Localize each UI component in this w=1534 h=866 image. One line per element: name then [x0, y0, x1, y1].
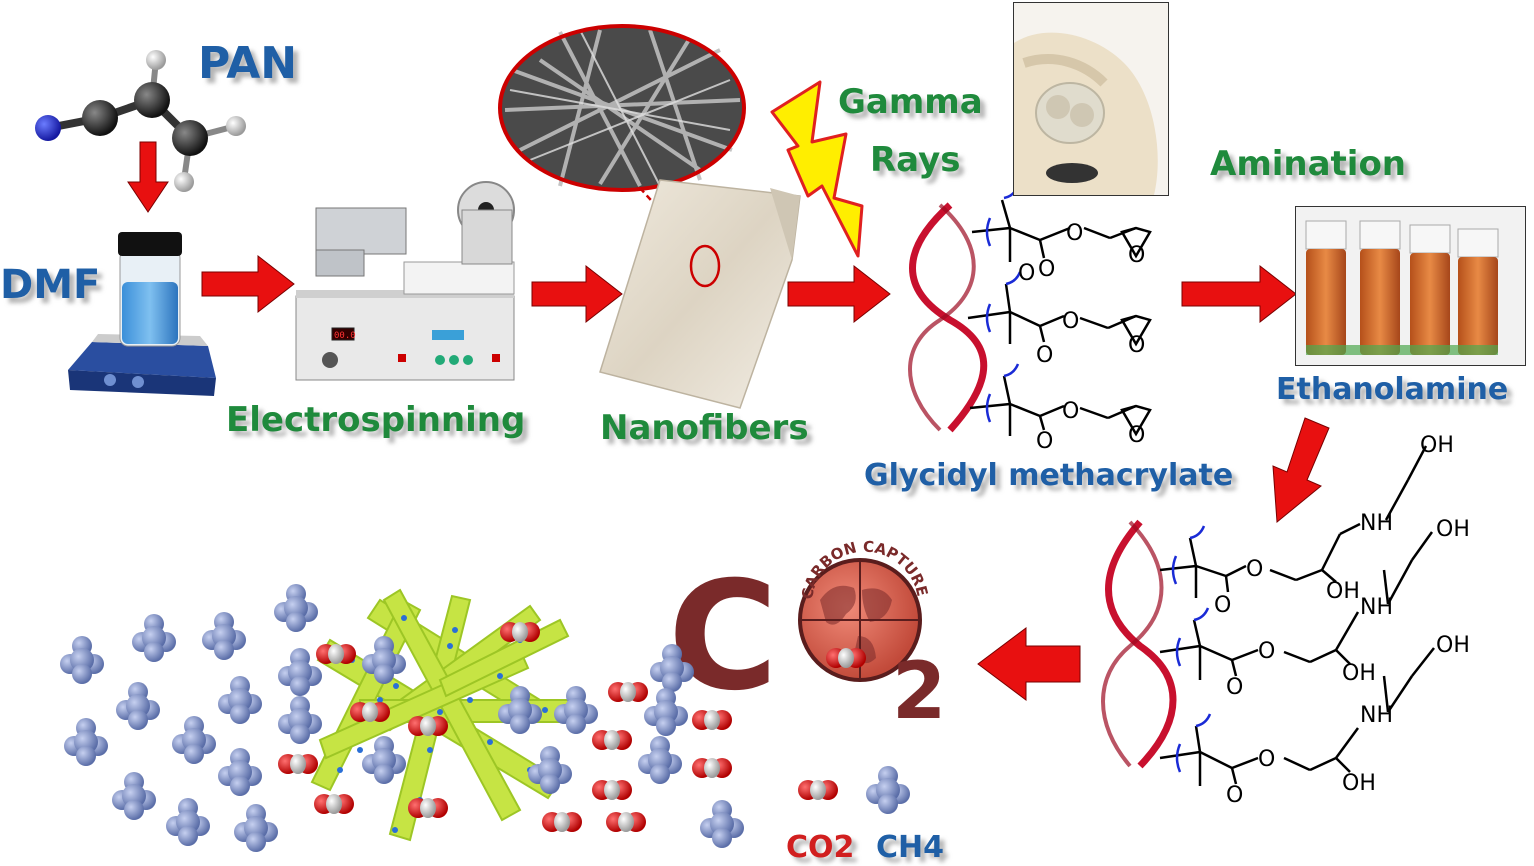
arrow-right-3 — [787, 264, 891, 324]
glycidyl-structure — [908, 185, 1152, 437]
arrow-right-2 — [531, 264, 623, 324]
atom-o: O — [1062, 399, 1079, 424]
label-pan: PAN — [198, 38, 298, 89]
co2-logo-subscript: 2 — [892, 647, 946, 737]
arrow-diag-down — [1272, 417, 1330, 523]
sem-image-circle — [498, 24, 746, 251]
atom-oh: OH — [1436, 633, 1470, 658]
carbon-capture-logo: C CARBON CAPTURE 2 — [668, 538, 946, 737]
label-amination: Amination — [1210, 144, 1407, 184]
atom-oh: OH — [1420, 433, 1454, 458]
label-electrospinning: Electrospinning — [226, 400, 526, 440]
arrow-left — [977, 627, 1081, 701]
label-dmf: DMF — [0, 262, 101, 308]
label-gamma: Gamma — [838, 82, 983, 122]
atom-o: O — [1128, 423, 1145, 448]
atom-nh: NH — [1360, 595, 1393, 620]
atom-o: O — [1018, 261, 1035, 286]
co2-logo-c: C — [668, 550, 778, 724]
atom-oh: OH — [1436, 517, 1470, 542]
atom-o: O — [1036, 343, 1053, 368]
lightning-icon — [770, 80, 864, 258]
nanofiber-mat-icon — [599, 179, 801, 409]
atom-o: O — [1258, 639, 1275, 664]
atom-oh: OH — [1342, 771, 1376, 796]
pan-molecule-icon — [35, 50, 246, 192]
atom-o: O — [1038, 257, 1055, 282]
atom-o: O — [1036, 429, 1053, 454]
gloved-hand-icon — [1014, 32, 1158, 195]
atom-o: O — [1258, 747, 1275, 772]
atom-oh: OH — [1342, 661, 1376, 686]
legend-co2-label: CO2 — [786, 830, 855, 865]
arrow-right-4 — [1181, 264, 1297, 324]
arrow-down-pan — [127, 141, 169, 213]
gloved-hand-photo — [1013, 2, 1169, 196]
label-ethanolamine: Ethanolamine — [1276, 372, 1509, 407]
atom-o: O — [1214, 593, 1231, 618]
atom-oh: OH — [1326, 579, 1360, 604]
atom-o: O — [1128, 333, 1145, 358]
label-nanofibers: Nanofibers — [600, 408, 809, 448]
arrow-right-1 — [201, 254, 295, 314]
ethanolamine-vials-photo — [1295, 206, 1526, 366]
device-display: 00.0 — [334, 331, 356, 341]
glycidyl-atoms: O O O O O O O O O O — [1018, 221, 1145, 454]
atom-o: O — [1128, 243, 1145, 268]
atom-o: O — [1226, 783, 1243, 808]
atom-o: O — [1066, 221, 1083, 246]
atom-nh: NH — [1360, 703, 1393, 728]
atom-o: O — [1226, 675, 1243, 700]
label-glycidyl-methacrylate: Glycidyl methacrylate — [864, 458, 1234, 493]
arrows — [127, 141, 1330, 701]
legend-ch4-label: CH4 — [876, 830, 944, 865]
label-rays: Rays — [870, 140, 961, 180]
atom-o: O — [1246, 557, 1263, 582]
atom-nh: NH — [1360, 511, 1393, 536]
aminated-atoms: O O OH NH OH O O OH NH OH O O OH NH OH — [1214, 433, 1470, 808]
aminated-structure — [1101, 445, 1435, 786]
stirrer-vial-icon — [68, 232, 216, 396]
atom-o: O — [1062, 309, 1079, 334]
electrospinning-device-icon: 00.0 — [295, 181, 515, 381]
vials-icon — [1305, 220, 1499, 355]
